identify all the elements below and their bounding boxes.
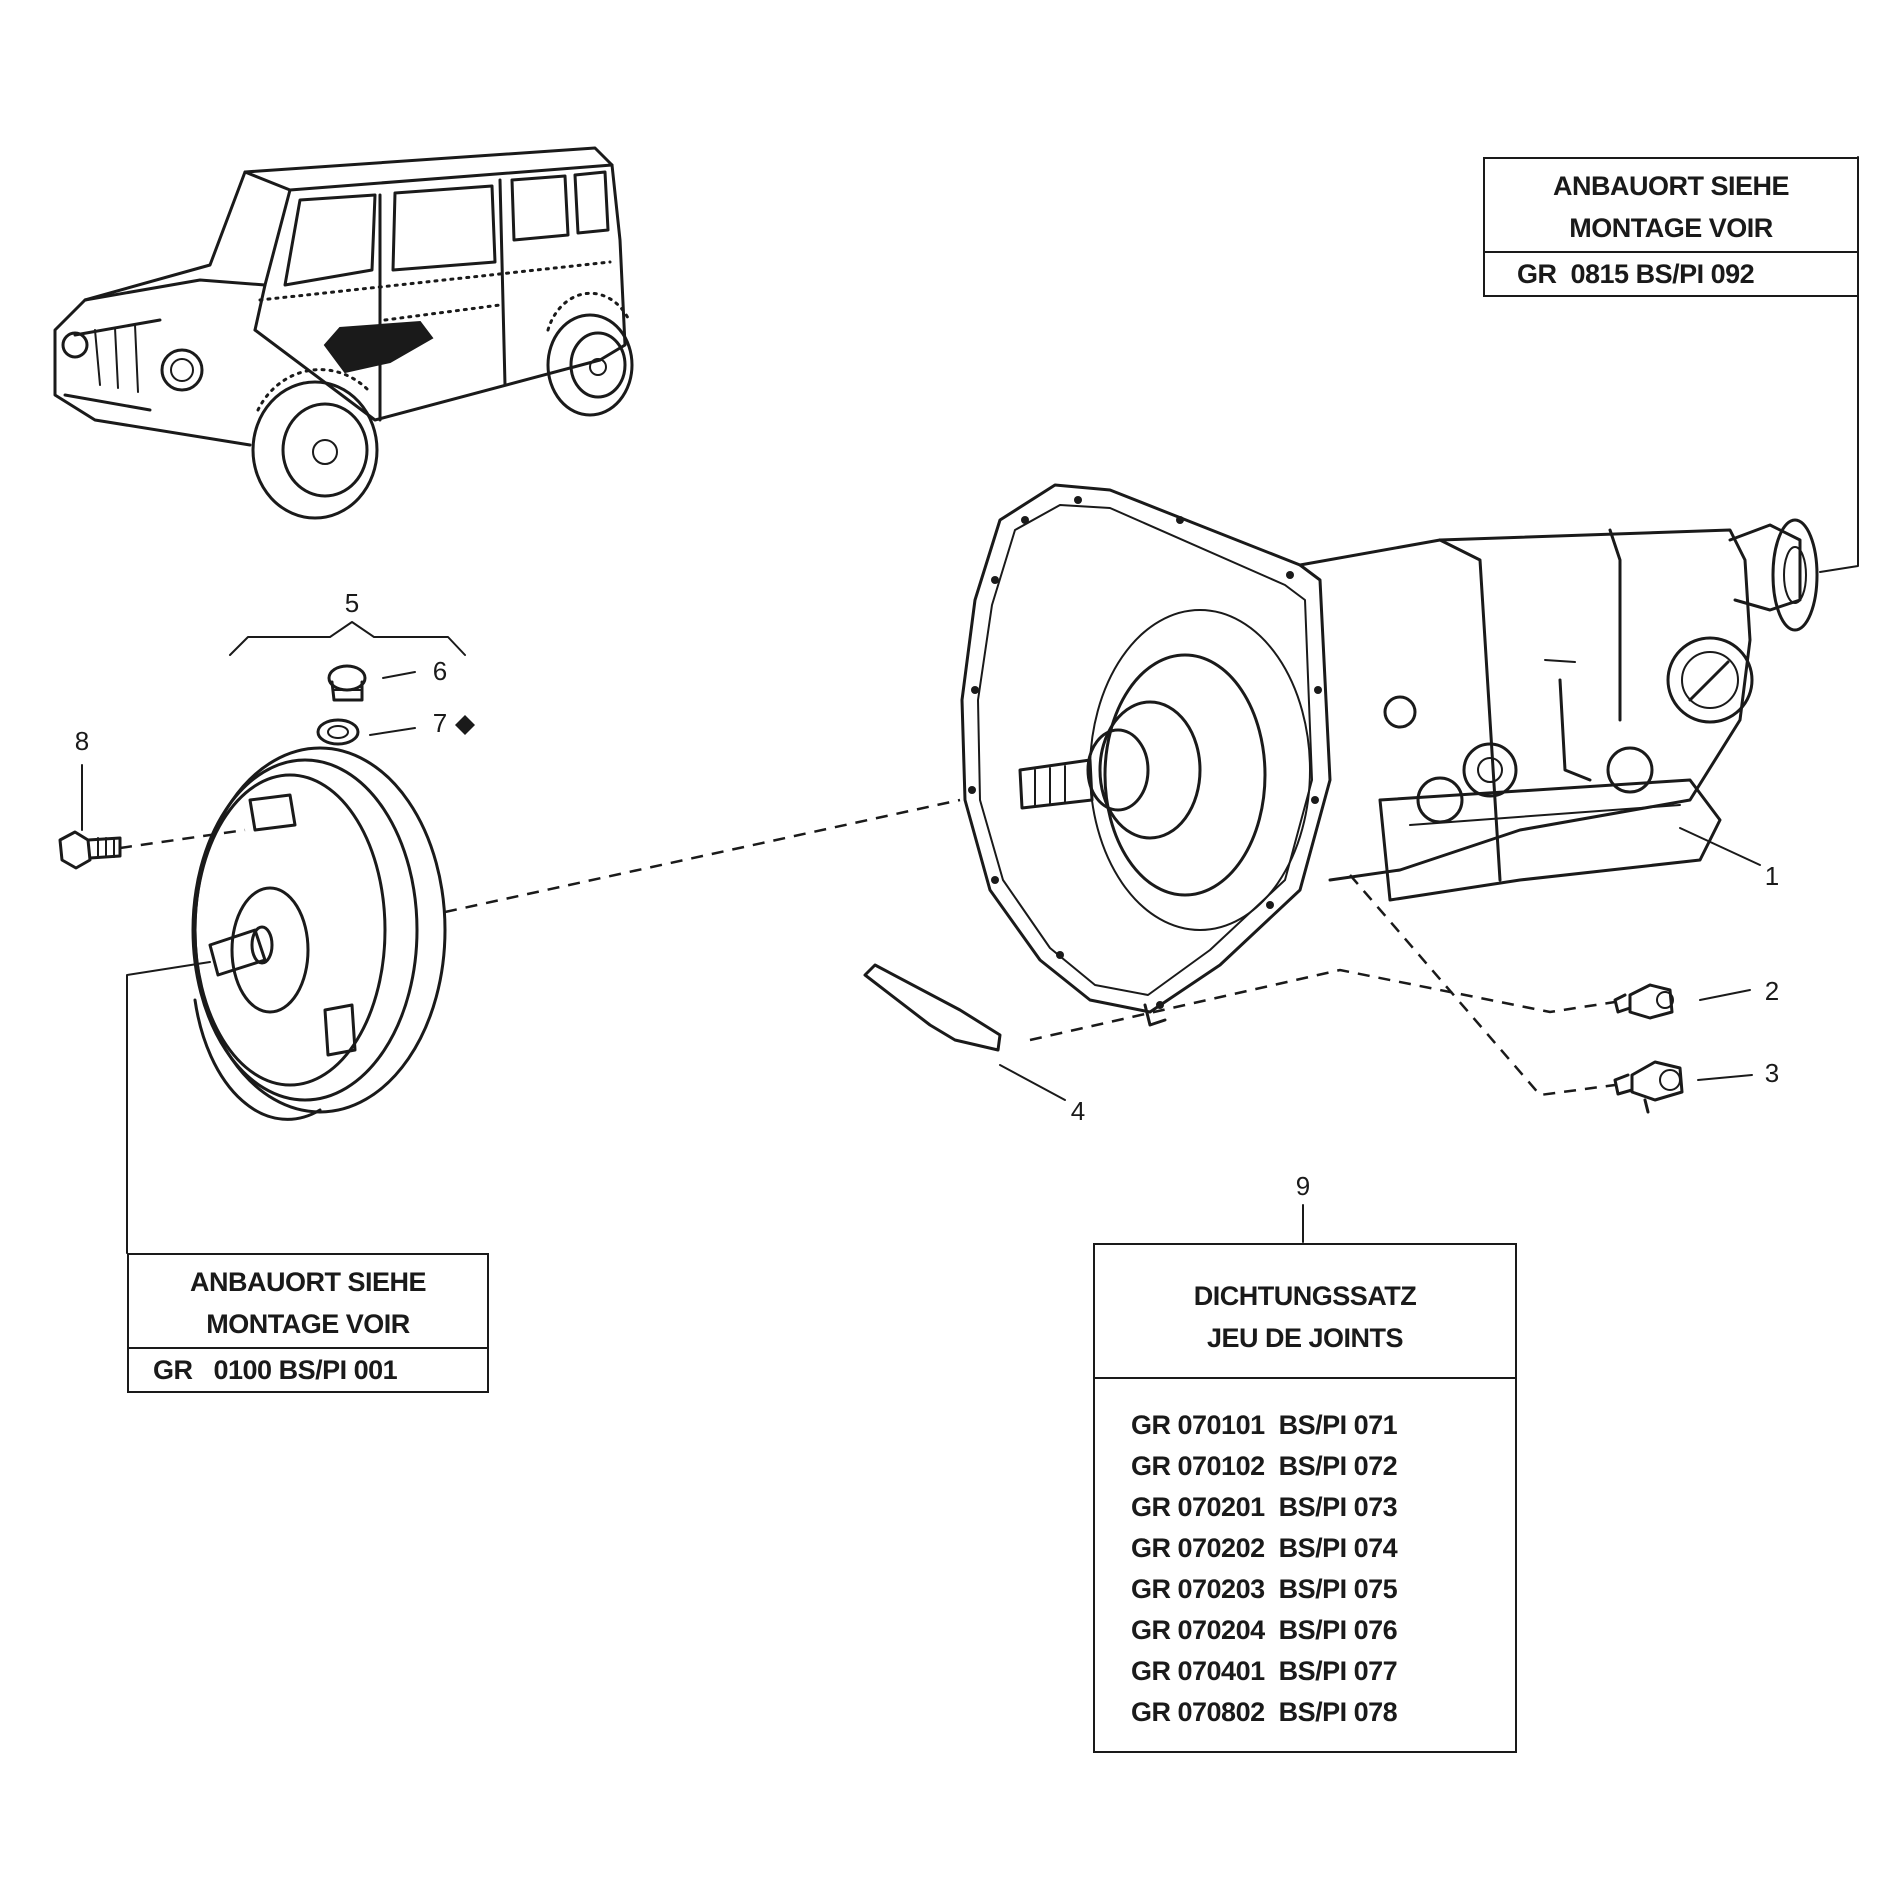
drain-plug bbox=[327, 664, 367, 702]
gasket-kit-ref: GR 070201 BS/PI 073 bbox=[1131, 1492, 1398, 1522]
callout-4: 4 bbox=[1071, 1096, 1085, 1126]
callout-1: 1 bbox=[1765, 861, 1779, 891]
ref-top-line2: MONTAGE VOIR bbox=[1569, 213, 1773, 243]
gasket-kit-ref: GR 070401 BS/PI 077 bbox=[1131, 1656, 1398, 1686]
ref-left-line2: MONTAGE VOIR bbox=[206, 1309, 410, 1339]
torque-converter bbox=[191, 746, 447, 1121]
seal-ring bbox=[316, 718, 360, 746]
transmission-assembly bbox=[960, 483, 1819, 1027]
gasket-kit-ref: GR 070101 BS/PI 071 bbox=[1131, 1410, 1398, 1440]
reference-box-converter-mounting: ANBAUORT SIEHE MONTAGE VOIR GR 0100 BS/P… bbox=[127, 1253, 489, 1393]
callout-3: 3 bbox=[1765, 1058, 1779, 1088]
sealing-strip bbox=[863, 963, 1002, 1052]
diamond-icon bbox=[455, 715, 475, 735]
vehicle-illustration bbox=[53, 146, 634, 520]
screw-3 bbox=[1613, 1060, 1684, 1114]
gasket-kit-ref: GR 070204 BS/PI 076 bbox=[1131, 1615, 1398, 1645]
gasket-kit-box: DICHTUNGSSATZ JEU DE JOINTS GR 070101 BS… bbox=[1093, 1243, 1517, 1753]
callout-9: 9 bbox=[1296, 1171, 1310, 1201]
gasket-kit-reference-list: GR 070101 BS/PI 071 GR 070102 BS/PI 072 … bbox=[1095, 1379, 1515, 1751]
ref-top-line1: ANBAUORT SIEHE bbox=[1552, 171, 1790, 201]
gasket-kit-ref: GR 070203 BS/PI 075 bbox=[1131, 1574, 1398, 1604]
callout-2: 2 bbox=[1765, 976, 1779, 1006]
ref-top-code: GR 0815 BS/PI 092 bbox=[1517, 259, 1755, 289]
gasket-kit-title-fr: JEU DE JOINTS bbox=[1206, 1323, 1404, 1353]
gasket-kit-ref: GR 070802 BS/PI 078 bbox=[1131, 1697, 1398, 1727]
gasket-kit-ref: GR 070102 BS/PI 072 bbox=[1131, 1451, 1398, 1481]
callout-6: 6 bbox=[433, 656, 447, 686]
callout-8: 8 bbox=[75, 726, 89, 756]
callout-5: 5 bbox=[345, 588, 359, 618]
ref-left-code: GR 0100 BS/PI 001 bbox=[153, 1355, 398, 1385]
gasket-kit-ref: GR 070202 BS/PI 074 bbox=[1131, 1533, 1398, 1563]
ref-left-line1: ANBAUORT SIEHE bbox=[189, 1267, 427, 1297]
gasket-kit-title-de: DICHTUNGSSATZ bbox=[1193, 1281, 1417, 1311]
callout-7: 7 bbox=[433, 708, 447, 738]
screw-2 bbox=[1613, 983, 1674, 1020]
reference-box-transmission-mounting: ANBAUORT SIEHE MONTAGE VOIR GR 0815 BS/P… bbox=[1483, 157, 1859, 297]
bolt bbox=[58, 830, 122, 870]
